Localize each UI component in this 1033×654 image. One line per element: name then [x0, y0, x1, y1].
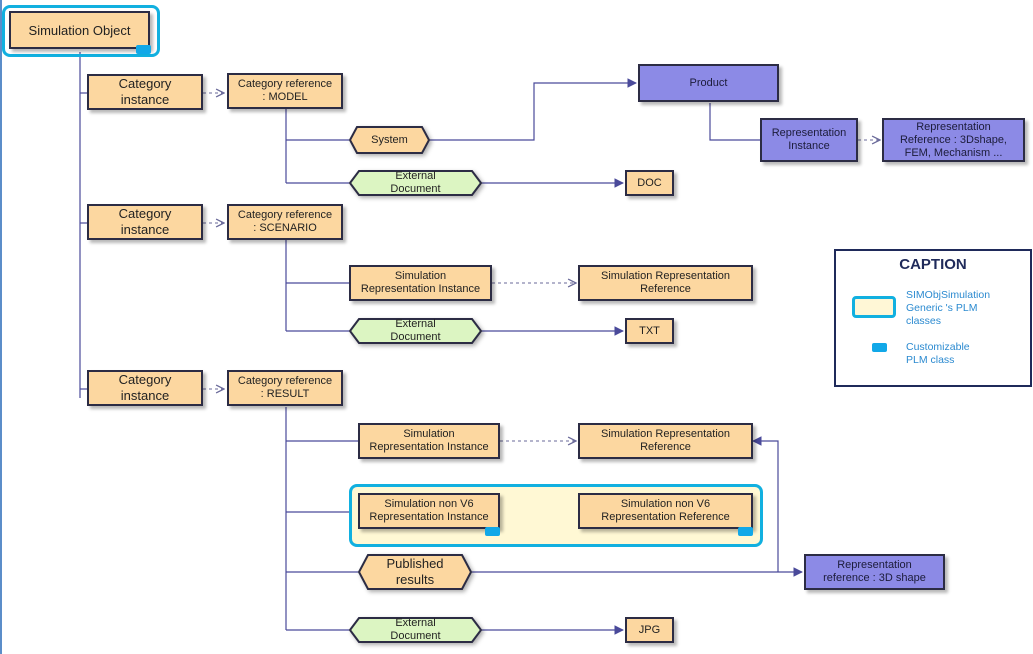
published-results-label: Published results [386, 556, 444, 587]
hexagon-shape [358, 554, 472, 590]
system-label: System [371, 133, 408, 146]
customizable-marker-simulation-object [136, 45, 151, 54]
external-document-3[interactable]: External Document [349, 617, 482, 643]
category-reference-model[interactable]: Category reference : MODEL [227, 73, 343, 109]
representation-instance-node[interactable]: Representation Instance [760, 118, 858, 162]
system-node[interactable]: System [349, 126, 430, 154]
system-to-product [430, 78, 637, 141]
representation-reference-3d-node[interactable]: Representation reference : 3D shape [804, 554, 945, 590]
rep3d-up-to-simrepref2 [752, 436, 779, 572]
external-document-1[interactable]: External Document [349, 170, 482, 196]
simulation-object-node[interactable]: Simulation Object [9, 11, 150, 49]
simulation-representation-instance-1[interactable]: Simulation Representation Instance [349, 265, 492, 301]
external-document-1-label: External Document [390, 170, 441, 195]
simulation-representation-reference-2[interactable]: Simulation Representation Reference [578, 423, 753, 459]
customizable-marker-nonv6-reference [738, 527, 753, 536]
external-document-2-label: External Document [390, 318, 441, 343]
doc-node[interactable]: DOC [625, 170, 674, 196]
customizable-plm-class-swatch [872, 343, 887, 352]
external-document-2[interactable]: External Document [349, 318, 482, 344]
hexagon-shape [349, 318, 482, 344]
generic-plm-class-label: SIMObjSimulation Generic 's PLM classes [906, 289, 991, 327]
representation-reference-node[interactable]: Representation Reference : 3Dshape, FEM,… [882, 118, 1025, 162]
hexagon-shape [349, 126, 430, 154]
category-instance-model[interactable]: Category instance [87, 74, 203, 110]
simulation-representation-instance-2[interactable]: Simulation Representation Instance [358, 423, 500, 459]
txt-node[interactable]: TXT [625, 318, 674, 344]
caption-title: CAPTION [899, 256, 967, 273]
simulation-non-v6-reference[interactable]: Simulation non V6 Representation Referen… [578, 493, 753, 529]
simulation-non-v6-instance[interactable]: Simulation non V6 Representation Instanc… [358, 493, 500, 529]
generic-plm-class-swatch [852, 296, 896, 318]
category-reference-scenario[interactable]: Category reference : SCENARIO [227, 204, 343, 240]
customizable-marker-nonv6-instance [485, 527, 500, 536]
hexagon-shape [349, 617, 482, 643]
product-to-repinst [709, 103, 760, 141]
simulation-representation-reference-1[interactable]: Simulation Representation Reference [578, 265, 753, 301]
category-reference-result[interactable]: Category reference : RESULT [227, 370, 343, 406]
category-instance-scenario[interactable]: Category instance [87, 204, 203, 240]
caption-legend: CAPTION SIMObjSimulation Generic 's PLM … [834, 249, 1032, 387]
highlight-simulation-object [2, 5, 160, 57]
page-border [0, 0, 2, 654]
product-node[interactable]: Product [638, 64, 779, 102]
hexagon-shape [349, 170, 482, 196]
customizable-plm-class-label: Customizable PLM class [906, 341, 970, 366]
category-instance-result[interactable]: Category instance [87, 370, 203, 406]
jpg-node[interactable]: JPG [625, 617, 674, 643]
published-results-node[interactable]: Published results [358, 554, 472, 590]
external-document-3-label: External Document [390, 617, 441, 642]
